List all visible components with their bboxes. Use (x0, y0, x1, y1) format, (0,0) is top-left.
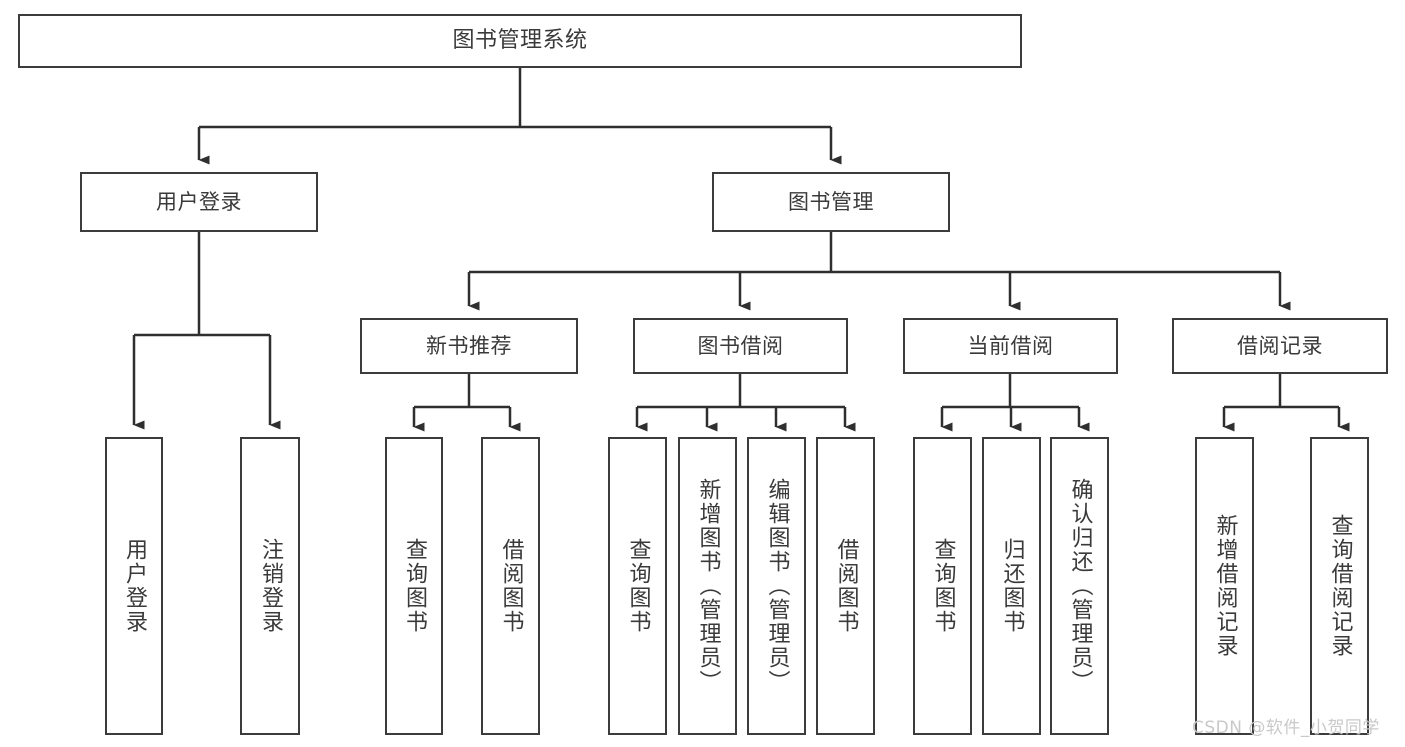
node-root-system[interactable]: 图书管理系统 (18, 14, 1022, 68)
node-label: 新书推荐 (426, 333, 512, 358)
leaf-current-return-book[interactable]: 归还图书 (982, 437, 1041, 735)
node-current-borrow[interactable]: 当前借阅 (903, 318, 1118, 374)
leaf-borrow-query-book[interactable]: 查询图书 (608, 437, 667, 735)
leaf-records-query-record[interactable]: 查询借阅记录 (1310, 437, 1369, 735)
node-book-borrow[interactable]: 图书借阅 (633, 318, 848, 374)
node-label: 当前借阅 (967, 333, 1054, 358)
node-label: 新增借阅记录 (1212, 514, 1238, 658)
node-new-book-recommend[interactable]: 新书推荐 (360, 318, 578, 374)
node-book-management[interactable]: 图书管理 (712, 172, 950, 232)
leaf-current-confirm-return-admin[interactable]: 确认归还（管理员） (1050, 437, 1109, 735)
node-label: 查询借阅记录 (1327, 514, 1353, 658)
node-label: 注销登录 (257, 538, 283, 634)
node-borrow-records[interactable]: 借阅记录 (1172, 318, 1388, 374)
node-label: 编辑图书（管理员） (764, 478, 790, 694)
node-label: 用户登录 (121, 538, 147, 634)
node-label: 图书管理系统 (452, 28, 588, 53)
node-label: 用户登录 (156, 189, 242, 214)
node-label: 归还图书 (999, 538, 1025, 634)
node-label: 新增图书（管理员） (695, 478, 721, 694)
node-label: 查询图书 (625, 538, 651, 634)
leaf-borrow-add-book-admin[interactable]: 新增图书（管理员） (678, 437, 737, 735)
node-label: 图书借阅 (697, 333, 784, 358)
node-label: 查询图书 (401, 538, 427, 634)
node-label: 借阅图书 (498, 538, 524, 634)
node-label: 借阅记录 (1237, 333, 1323, 358)
leaf-current-query-book[interactable]: 查询图书 (913, 437, 972, 735)
leaf-records-add-record[interactable]: 新增借阅记录 (1195, 437, 1254, 735)
node-label: 图书管理 (788, 189, 874, 214)
leaf-newrec-borrow-book[interactable]: 借阅图书 (481, 437, 540, 735)
node-label: 确认归还（管理员） (1067, 478, 1093, 694)
csdn-watermark: CSDN @软件_小贺同学 (1192, 718, 1380, 738)
node-label: 借阅图书 (833, 538, 859, 634)
leaf-user-logout[interactable]: 注销登录 (240, 437, 300, 735)
leaf-borrow-edit-book-admin[interactable]: 编辑图书（管理员） (747, 437, 806, 735)
leaf-newrec-query-book[interactable]: 查询图书 (385, 437, 443, 735)
leaf-borrow-borrow-book[interactable]: 借阅图书 (816, 437, 875, 735)
leaf-user-login[interactable]: 用户登录 (105, 437, 163, 735)
node-user-login[interactable]: 用户登录 (80, 172, 318, 232)
node-label: 查询图书 (930, 538, 956, 634)
